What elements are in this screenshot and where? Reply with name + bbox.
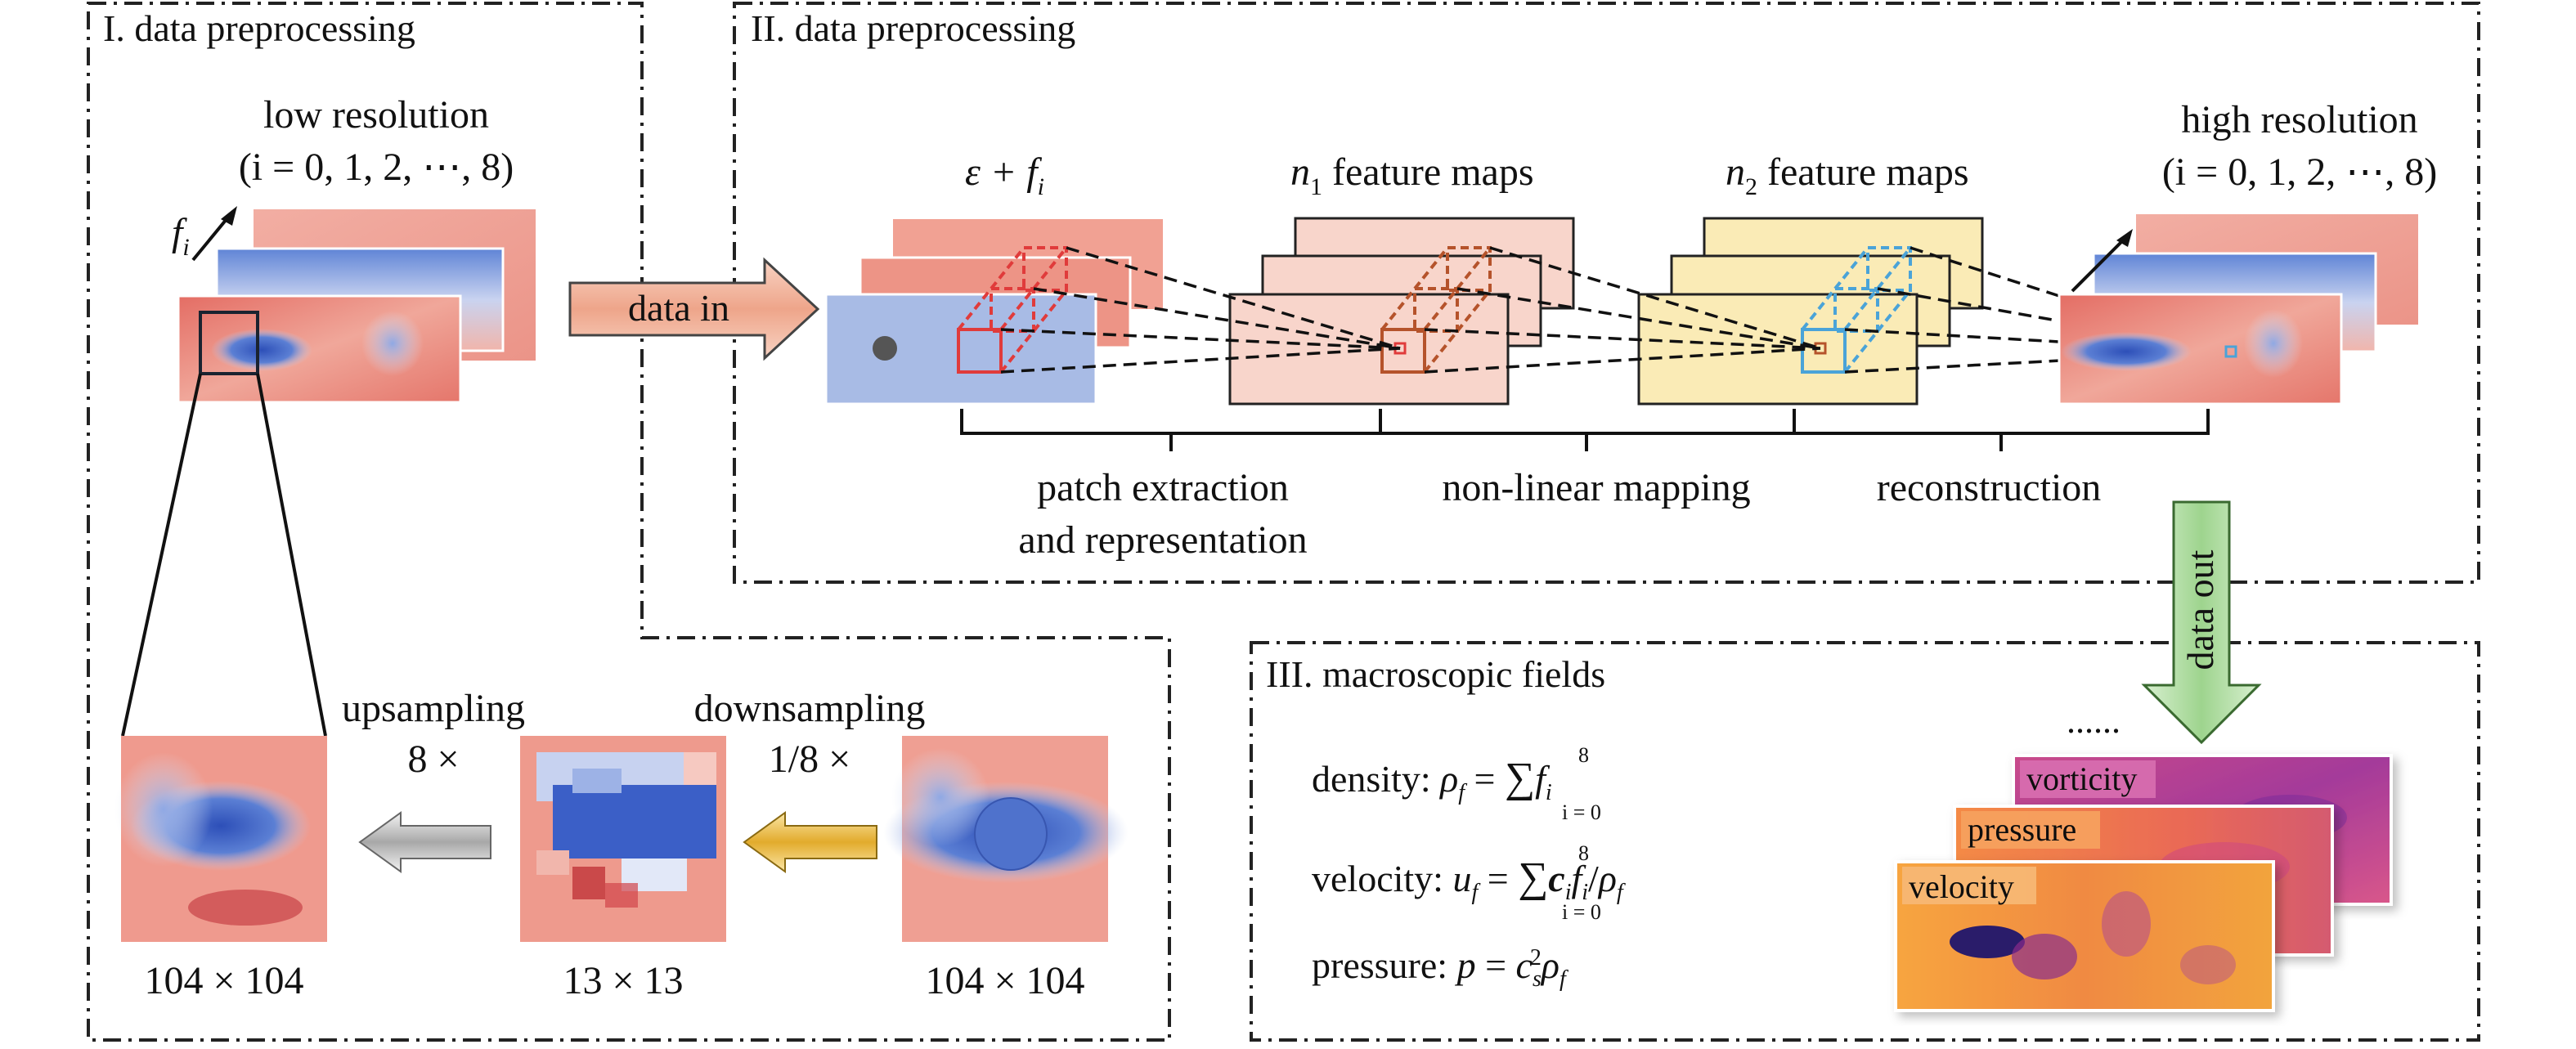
equations: density: ρf = ∑fi 8 i = 0 velocity: uf =… bbox=[1312, 743, 1626, 992]
n1-label: n1 feature maps bbox=[1290, 150, 1534, 200]
input-stack bbox=[824, 219, 1163, 406]
density-sum-upper: 8 bbox=[1578, 743, 1589, 767]
f-label: fi bbox=[172, 211, 190, 261]
zoom-box bbox=[199, 311, 259, 375]
n1-stack bbox=[1228, 217, 1575, 406]
upsampling-label: upsampling bbox=[342, 687, 525, 730]
card-velocity: velocity bbox=[1894, 860, 2275, 1012]
section-3-frame bbox=[1250, 641, 2480, 1042]
data-in-label: data in bbox=[628, 287, 729, 329]
high-res-stack bbox=[2058, 214, 2418, 406]
card-pressure-label: pressure bbox=[1968, 811, 2076, 848]
input-layer-front bbox=[824, 293, 1097, 406]
cylinder bbox=[974, 797, 1048, 871]
card-vorticity-label: vorticity bbox=[2026, 760, 2138, 797]
section-3-title: III. macroscopic fields bbox=[1266, 653, 1605, 695]
original-panel bbox=[883, 736, 1129, 942]
size-label-original: 104 × 104 bbox=[925, 959, 1084, 1002]
density-equation: density: ρf = ∑fi bbox=[1312, 755, 1552, 805]
high-res-axis-arrow bbox=[2071, 235, 2128, 293]
downsampling-factor: 1/8 × bbox=[769, 737, 850, 781]
section-1-title: I. data preprocessing bbox=[103, 7, 415, 49]
input-cylinder bbox=[873, 336, 897, 361]
step-2-label: non-linear mapping bbox=[1442, 466, 1750, 509]
pixel-blocks bbox=[536, 752, 716, 908]
step-1-label: patch extraction bbox=[1037, 466, 1289, 509]
downsample-arrow bbox=[743, 811, 877, 873]
high-res-label: high resolution bbox=[2181, 98, 2417, 141]
f-axis-arrow bbox=[191, 213, 232, 262]
low-res-layer-front bbox=[177, 294, 462, 404]
size-label-upsampled: 104 × 104 bbox=[144, 959, 303, 1002]
size-label-downsampled: 13 × 13 bbox=[563, 959, 683, 1002]
velocity-equation: velocity: uf = ∑cifi/ρf bbox=[1312, 854, 1626, 905]
zoom-lines bbox=[121, 373, 327, 737]
low-res-stack: fi bbox=[172, 206, 536, 404]
low-res-index: (i = 0, 1, 2, ⋯, 8) bbox=[239, 146, 514, 189]
more-fields-dots: ...... bbox=[2067, 701, 2120, 741]
low-res-label: low resolution bbox=[263, 93, 489, 137]
input-label: ε + fi bbox=[965, 150, 1044, 200]
velocity-sum-upper: 8 bbox=[1578, 841, 1589, 865]
data-out-label: data out bbox=[2179, 549, 2221, 670]
stage-braces bbox=[960, 409, 2210, 451]
velocity-sum-lower: i = 0 bbox=[1562, 900, 1601, 924]
n2-stack bbox=[1637, 217, 1984, 406]
step-1-label-cont: and representation bbox=[1018, 518, 1307, 562]
upsampled-panel bbox=[114, 736, 327, 942]
section-1-frame bbox=[87, 2, 1171, 1042]
upsampling-factor: 8 × bbox=[407, 737, 459, 781]
n2-label: n2 feature maps bbox=[1726, 150, 1969, 200]
card-velocity-label: velocity bbox=[1909, 868, 2014, 905]
density-sum-lower: i = 0 bbox=[1562, 800, 1601, 824]
projection-lines bbox=[1000, 246, 2232, 374]
downsampling-label: downsampling bbox=[694, 687, 926, 730]
pressure-equation: pressure: p = cs2ρf bbox=[1312, 944, 1568, 992]
section-2-title: II. data preprocessing bbox=[751, 7, 1075, 49]
step-3-label: reconstruction bbox=[1877, 466, 2102, 509]
output-pixel bbox=[2224, 345, 2237, 358]
high-res-index: (i = 0, 1, 2, ⋯, 8) bbox=[2162, 150, 2437, 194]
downsampled-panel bbox=[520, 736, 726, 942]
high-res-layer-front bbox=[2058, 293, 2343, 406]
output-cards: vorticity pressure velocity bbox=[1894, 754, 2393, 1012]
upsample-arrow bbox=[358, 811, 491, 873]
data-out-arrow: data out bbox=[2141, 500, 2262, 745]
data-in-arrow: data in bbox=[568, 257, 820, 361]
